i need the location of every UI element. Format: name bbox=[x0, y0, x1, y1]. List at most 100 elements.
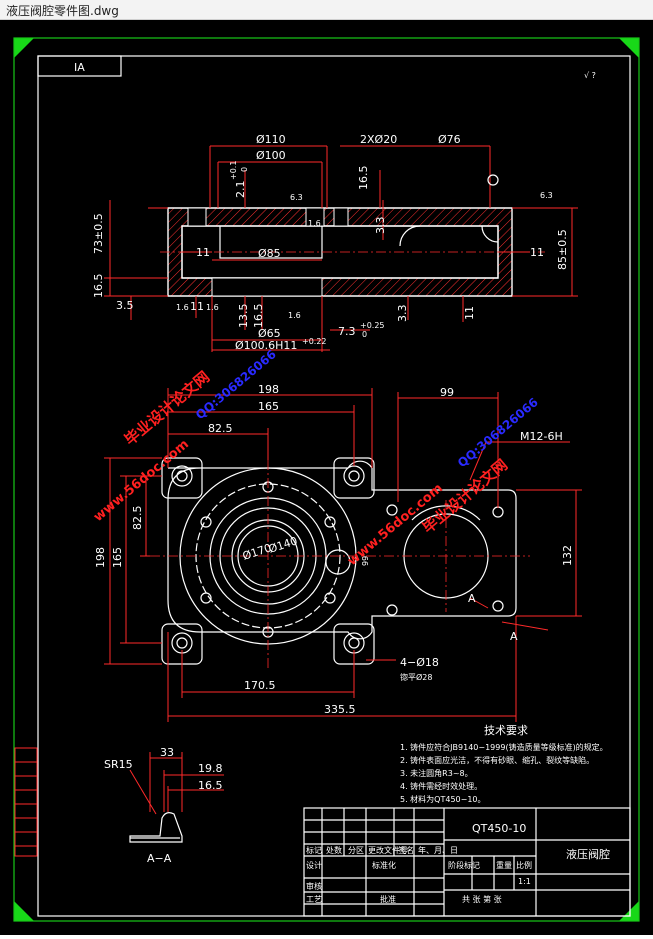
tol-0-25: +0.25 bbox=[360, 321, 385, 330]
dim-thread: M12-6H bbox=[520, 430, 563, 443]
rough-1-6-a: 1.6 bbox=[176, 303, 189, 312]
dim-d110: Ø110 bbox=[256, 133, 286, 146]
tb-label-mark: 标记 bbox=[306, 845, 322, 855]
tb-label-zone: 分区 bbox=[348, 846, 364, 855]
dim-sr15: SR15 bbox=[104, 758, 133, 771]
roughness-note: √ ? bbox=[584, 71, 596, 80]
window-title: 液压阀腔零件图.dwg bbox=[6, 4, 119, 18]
dim-165-left: 165 bbox=[111, 547, 124, 568]
dim-h13-5: 13.5 bbox=[237, 304, 250, 329]
side-band-cells bbox=[15, 761, 37, 847]
section-a-a-view: 33 19.8 16.5 SR15 A−A bbox=[104, 746, 224, 865]
front-section-view: Ø110 Ø100 2XØ20 Ø76 Ø85 Ø65 Ø100.6H11 +0… bbox=[92, 133, 578, 352]
dim-d100: Ø100 bbox=[256, 149, 286, 162]
dim-335-5: 335.5 bbox=[324, 703, 356, 716]
window-title-bar: 液压阀腔零件图.dwg bbox=[0, 0, 653, 20]
dim-d140: Ø140 bbox=[267, 534, 299, 556]
dim-w11-left: 11 bbox=[196, 246, 210, 259]
dim-33: 33 bbox=[160, 746, 174, 759]
dim-198-left: 198 bbox=[94, 547, 107, 568]
tol-0-1: +0.1 bbox=[229, 161, 238, 180]
dim-198-top: 198 bbox=[258, 383, 279, 396]
section-mark-a: A bbox=[468, 592, 476, 605]
dim-w3-5: 3.5 bbox=[116, 299, 134, 312]
dim-2xd20: 2XØ20 bbox=[360, 133, 397, 146]
title-block: 标记 处数 分区 更改文件号 签名 年、月、日 设计 标准化 审核 工艺 批准 … bbox=[303, 807, 631, 917]
corner-label-box bbox=[37, 55, 122, 77]
tb-standardize: 标准化 bbox=[372, 860, 396, 870]
tech-item-5: 5. 材料为QT450−10。 bbox=[400, 794, 486, 804]
rough-1-6-c: 1.6 bbox=[288, 311, 301, 320]
dim-h16-5-left: 16.5 bbox=[92, 274, 105, 299]
dim-holes: 4−Ø18 bbox=[400, 656, 439, 669]
tech-item-4: 4. 铸件需经时效处理。 bbox=[400, 781, 482, 791]
dim-w11-bottom-right: 11 bbox=[463, 306, 476, 320]
tb-design: 设计 bbox=[306, 860, 322, 870]
tb-label-date: 年、月、日 bbox=[418, 845, 458, 855]
dim-w3-3-b: 3.3 bbox=[396, 305, 409, 323]
tb-process: 工艺 bbox=[306, 895, 322, 904]
dim-16-5: 16.5 bbox=[198, 779, 223, 792]
dim-d85: Ø85 bbox=[258, 247, 281, 260]
watermarks: www.56doc.com 毕业设计论文网 QQ:306826066 www.5… bbox=[91, 347, 541, 569]
corner-label: IA bbox=[74, 61, 85, 74]
tb-sheet: 共 张 第 张 bbox=[462, 894, 502, 904]
tech-item-1: 1. 铸件应符合JB9140−1999(铸造质量等级标准)的规定。 bbox=[400, 742, 608, 752]
tb-review: 审核 bbox=[306, 881, 322, 891]
dim-99-top: 99 bbox=[440, 386, 454, 399]
rough-6-3-a: 6.3 bbox=[290, 193, 303, 202]
datum-circle bbox=[487, 174, 499, 186]
dim-82-5-top: 82.5 bbox=[208, 422, 233, 435]
tb-part-name: 液压阀腔 bbox=[566, 847, 610, 861]
corner-mark-br bbox=[619, 901, 639, 921]
tech-title: 技术要求 bbox=[484, 724, 528, 737]
outer-frame bbox=[13, 37, 640, 922]
dim-82-5-left: 82.5 bbox=[131, 506, 144, 531]
dim-132-right: 132 bbox=[561, 545, 574, 566]
tb-material: QT450-10 bbox=[472, 822, 526, 835]
section-label: A−A bbox=[147, 852, 172, 865]
dim-d2-1: 2.1 bbox=[234, 181, 247, 199]
tb-weight: 重量 bbox=[496, 860, 512, 870]
dim-d100-6: Ø100.6H11 bbox=[235, 339, 297, 352]
dim-h85: 85±0.5 bbox=[556, 229, 569, 270]
cad-drawing: IA √ ? bbox=[13, 37, 640, 922]
dim-19-8: 19.8 bbox=[198, 762, 223, 775]
dim-165-top: 165 bbox=[258, 400, 279, 413]
dim-h16-5-top: 16.5 bbox=[357, 166, 370, 191]
dim-counterbore: 锪平Ø28 bbox=[400, 672, 432, 682]
dim-99-mid: 99 bbox=[361, 556, 370, 566]
rough-1-6-b: 1.6 bbox=[206, 303, 219, 312]
corner-mark-bl bbox=[14, 901, 34, 921]
dim-w3-3-a: 3.3 bbox=[374, 217, 387, 235]
tb-label-docno: 更改文件号 bbox=[368, 845, 408, 855]
tb-ratio: 比例 bbox=[516, 860, 532, 870]
dim-w11-right: 11 bbox=[530, 246, 544, 259]
dim-170-5: 170.5 bbox=[244, 679, 276, 692]
corner-mark-tr bbox=[619, 38, 639, 58]
dim-h16-5-mid: 16.5 bbox=[252, 304, 265, 329]
plan-view: 198 165 82.5 99 M12-6H 198 165 82.5 132 … bbox=[94, 383, 582, 722]
tol-h11: +0.22 bbox=[302, 337, 327, 346]
tech-requirements: 技术要求 1. 铸件应符合JB9140−1999(铸造质量等级标准)的规定。 2… bbox=[400, 724, 608, 804]
rough-1-6-d: 1.6 bbox=[308, 219, 321, 228]
tol-0b: 0 bbox=[362, 330, 367, 339]
tech-item-2: 2. 铸件表面应光洁，不得有砂眼、缩孔、裂纹等缺陷。 bbox=[400, 755, 594, 765]
tech-item-3: 3. 未注圆角R3~8。 bbox=[400, 768, 473, 778]
side-band bbox=[14, 747, 38, 857]
tb-label-count: 处数 bbox=[326, 845, 342, 855]
dim-w11-bottom: 11 bbox=[190, 300, 204, 313]
corner-mark-tl bbox=[14, 38, 34, 58]
cad-drawing-canvas[interactable]: IA √ ? bbox=[0, 20, 653, 935]
tol-0: 0 bbox=[240, 167, 249, 172]
tb-approve: 批准 bbox=[380, 894, 396, 904]
tb-label-sign: 签名 bbox=[398, 845, 414, 855]
tb-stage-mark: 阶段标记 bbox=[448, 860, 480, 870]
dim-d65: Ø65 bbox=[258, 327, 281, 340]
dim-h73: 73±0.5 bbox=[92, 213, 105, 254]
dim-d76: Ø76 bbox=[438, 133, 461, 146]
dim-d7-3: 7.3 bbox=[338, 325, 356, 338]
tb-scale: 1:1 bbox=[518, 877, 531, 886]
section-mark-b: A bbox=[510, 630, 518, 643]
rough-6-3-b: 6.3 bbox=[540, 191, 553, 200]
